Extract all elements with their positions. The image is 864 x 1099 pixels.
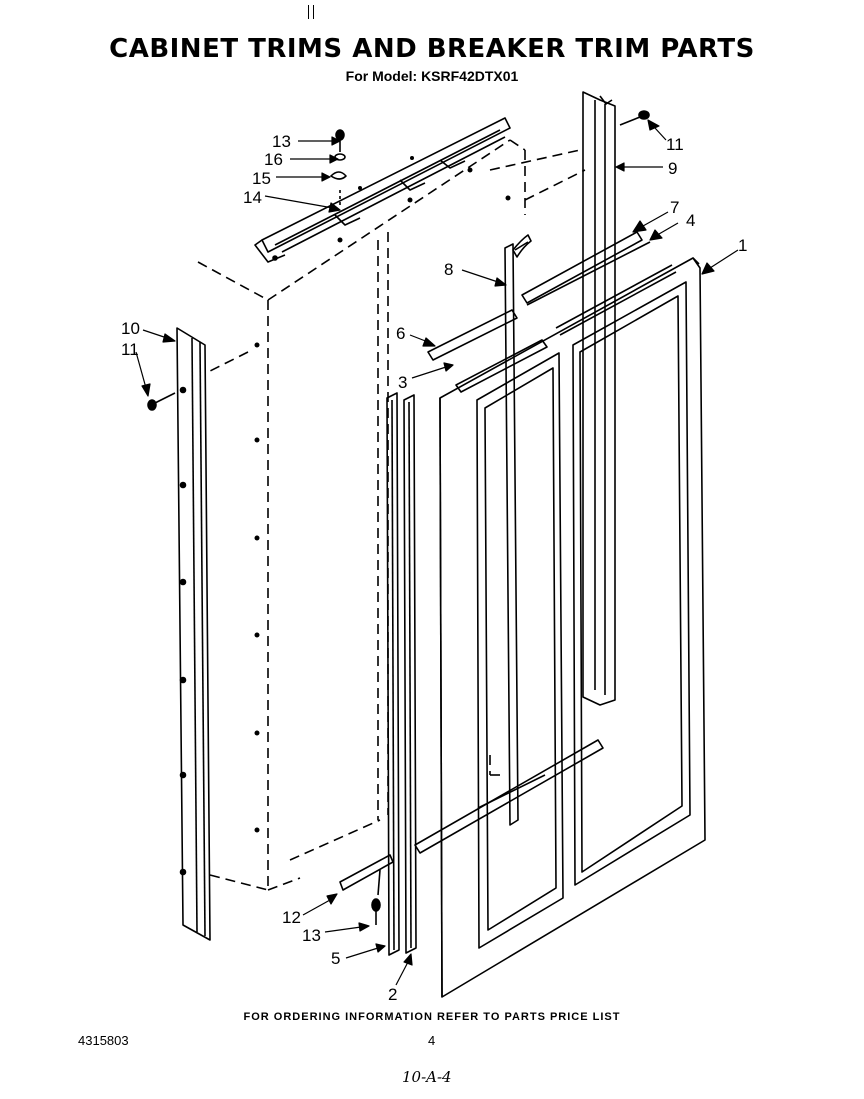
breaker-strip-part-5: [386, 392, 400, 956]
bottom-rails: [339, 739, 604, 925]
callout-8: 8: [444, 260, 453, 279]
callout-13-top: 13: [272, 132, 291, 151]
callout-2: 2: [388, 985, 397, 1004]
cabinet-outline: [197, 139, 586, 891]
callout-4: 4: [686, 211, 695, 230]
callout-3: 3: [398, 373, 407, 392]
cabinet-holes: [254, 156, 511, 833]
side-trim-part-10: [147, 327, 211, 941]
callout-7: 7: [670, 198, 679, 217]
callout-15: 15: [252, 169, 271, 188]
divider-part-8: [504, 234, 532, 826]
page-number: 4: [428, 1033, 436, 1048]
handwritten-note: 10-A-4: [402, 1068, 452, 1086]
callout-10: 10: [121, 319, 140, 338]
callout-labels: 13 16 15 14 11 9 7 4 1 8 6 3 10 11 12 13…: [121, 132, 747, 1004]
vertical-trim-part-9: [582, 91, 650, 706]
callout-9: 9: [668, 159, 677, 178]
top-trim-part-14: [254, 117, 511, 263]
callout-5: 5: [331, 949, 340, 968]
callout-14: 14: [243, 188, 262, 207]
callout-13-bottom: 13: [302, 926, 321, 945]
callout-12: 12: [282, 908, 301, 927]
callout-16: 16: [264, 150, 283, 169]
leader-lines: [135, 119, 739, 986]
callout-6: 6: [396, 324, 405, 343]
callout-1: 1: [738, 236, 747, 255]
model-subtitle: For Model: KSRF42DTX01: [345, 68, 519, 84]
breaker-strip-part-2: [403, 394, 417, 954]
callout-11-top: 11: [666, 135, 684, 154]
front-frame-part-1: [439, 257, 706, 998]
document-number: 4315803: [78, 1033, 129, 1048]
ordering-note: FOR ORDERING INFORMATION REFER TO PARTS …: [243, 1011, 621, 1023]
page-title: CABINET TRIMS AND BREAKER TRIM PARTS: [109, 34, 755, 64]
callout-11-left: 11: [121, 340, 139, 359]
top-tick-mark: [308, 5, 314, 19]
screw-stack: [330, 129, 347, 205]
